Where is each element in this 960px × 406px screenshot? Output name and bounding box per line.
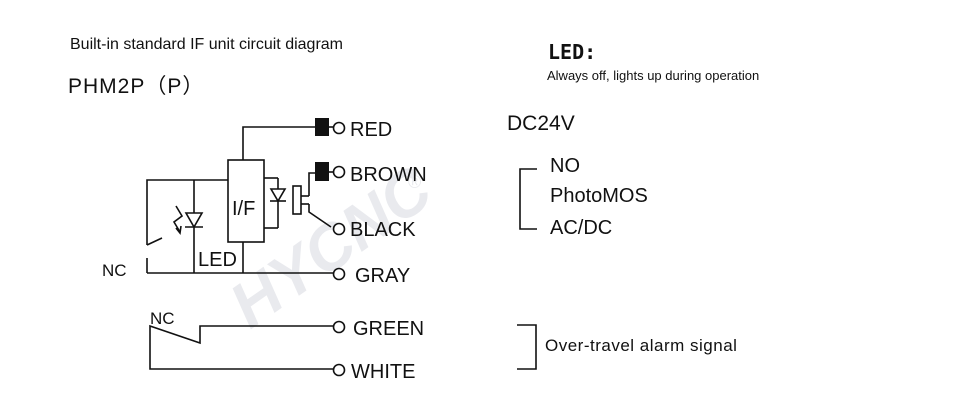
light-arrow-icon — [172, 205, 184, 233]
wire-label-green: GREEN — [353, 318, 424, 340]
green-terminal — [332, 320, 346, 334]
led-heading: LED: — [548, 40, 597, 64]
brown-terminal-block — [315, 162, 329, 181]
wire-label-gray: GRAY — [355, 265, 410, 287]
led-label: LED — [198, 249, 237, 271]
led-description: Always off, lights up during operation — [547, 68, 760, 83]
output-type-photomos: PhotoMOS — [550, 185, 648, 207]
diagram-title: Built-in standard IF unit circuit diagra… — [70, 36, 343, 53]
gray-terminal — [332, 267, 346, 281]
photomos-switch — [292, 185, 302, 215]
output-type-no: NO — [550, 155, 580, 177]
alarm-bracket — [517, 324, 537, 370]
wire-label-white: WHITE — [351, 361, 415, 383]
white-terminal — [332, 363, 346, 377]
alarm-signal-label: Over-travel alarm signal — [545, 336, 738, 355]
brown-inner-wire — [308, 172, 315, 196]
red-terminal — [332, 121, 346, 135]
black-terminal — [332, 222, 346, 236]
output-type-acdc: AC/DC — [550, 217, 613, 239]
watermark-registered-mark: ® — [408, 172, 421, 192]
wire-label-red: RED — [350, 119, 392, 141]
sensor-loop-top — [146, 179, 228, 245]
nc-switch-upper — [146, 237, 163, 246]
photomos-led-diode — [269, 188, 287, 203]
wire-label-black: BLACK — [350, 219, 416, 241]
led-diode — [184, 212, 204, 229]
brown-terminal — [332, 165, 346, 179]
model-label: PHM2P（P） — [68, 75, 205, 98]
red-terminal-block — [315, 118, 329, 136]
nc-label-lower: NC — [150, 309, 175, 328]
wire-label-brown: BROWN — [350, 164, 427, 186]
if-unit-box — [227, 159, 265, 243]
alarm-nc-circuit — [149, 324, 333, 370]
light-arrow-head — [175, 225, 182, 235]
nc-label-upper: NC — [102, 261, 127, 280]
if-unit-label: I/F — [232, 198, 255, 220]
voltage-label: DC24V — [507, 112, 575, 135]
red-wire — [242, 126, 315, 160]
output-bracket — [519, 168, 537, 230]
black-inner-wire — [308, 204, 332, 228]
